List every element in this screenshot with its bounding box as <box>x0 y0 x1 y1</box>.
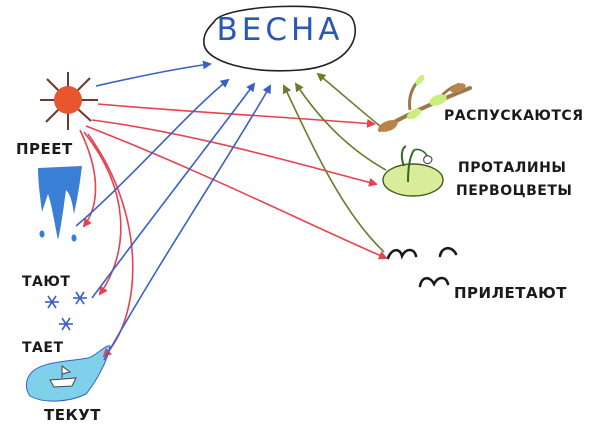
snowdrop-icon <box>382 145 444 197</box>
olive-arrows <box>282 72 387 253</box>
title-label: ВЕСНА <box>216 12 344 48</box>
branch-buds-icon <box>378 75 472 132</box>
label-snowflakes: ТАЕТ <box>22 340 64 356</box>
label-sun: ПРЕЕТ <box>16 140 73 158</box>
icicles-icon <box>38 166 82 242</box>
label-buds: РАСПУСКАЮТСЯ <box>444 108 584 124</box>
snowflakes-icon <box>45 291 87 331</box>
label-thaw-patches: ПРОТАЛИНЫ <box>458 160 567 176</box>
stream-icon <box>25 345 111 402</box>
label-icicles: ТАЮТ <box>22 274 71 290</box>
label-birds: ПРИЛЕТАЮТ <box>454 284 567 302</box>
label-first-flowers: ПЕРВОЦВЕТЫ <box>456 183 573 199</box>
birds-icon <box>386 246 458 288</box>
label-stream: ТЕКУТ <box>44 406 102 424</box>
title-oval <box>203 5 356 72</box>
red-arrows <box>79 103 388 358</box>
sun-icon <box>40 72 98 130</box>
blue-arrows <box>75 60 271 361</box>
